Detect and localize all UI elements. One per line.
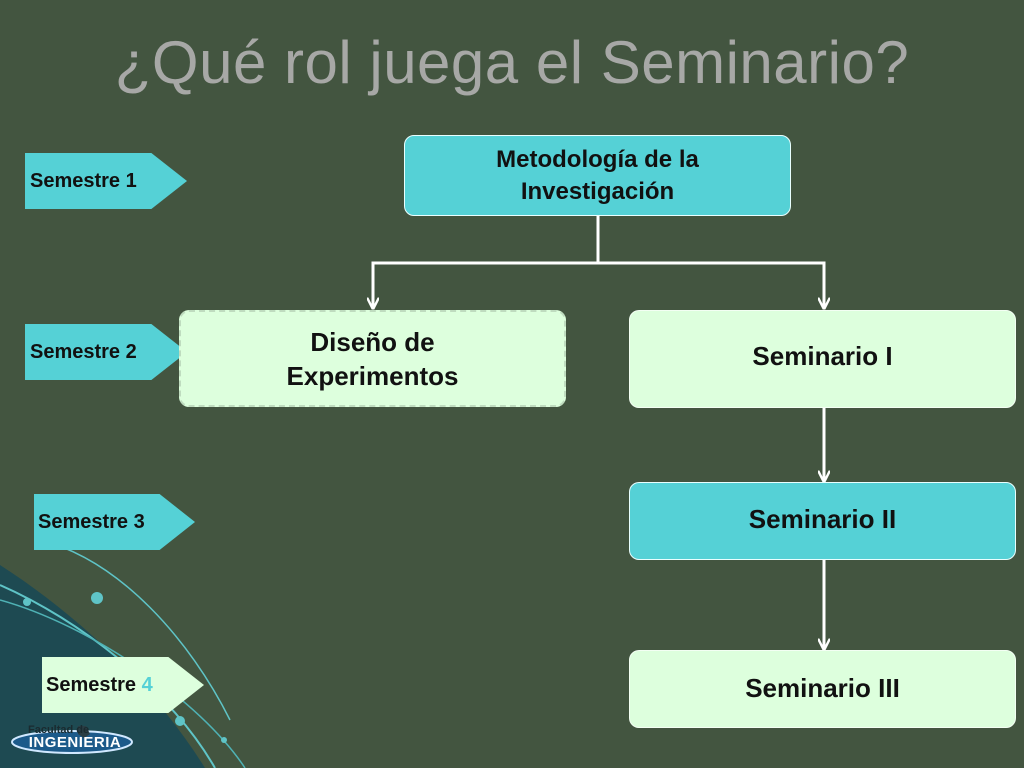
seminario-3-text: Seminario III [745,673,900,704]
box-seminario-1: Seminario I [629,310,1016,408]
connector-horizontal [371,261,826,307]
swoosh-arc-3 [39,539,231,721]
box-seminario-2: Seminario II [629,482,1016,560]
seminario-1-text: Seminario I [752,341,893,372]
semester-3-label: Semestre 3 [34,494,195,550]
logo-figure [78,726,90,738]
semester-1-text: Semestre 1 [30,169,137,192]
metodologia-line-1: Metodología de la [496,146,699,174]
metodologia-line-2: Investigación [520,177,675,205]
box-diseno: Diseño de Experimentos [179,310,566,407]
swoosh-dot-2 [23,598,31,606]
semester-1-label: Semestre 1 [25,153,187,209]
box-seminario-3: Seminario III [629,650,1016,728]
box-metodologia: Metodología de la Investigación [404,135,791,216]
logo-text-big: INGENIERIA [28,734,122,751]
swoosh-dot-4 [221,737,227,743]
semester-4-text: Semestre 4 [46,673,153,696]
diseno-line-2: Experimentos [286,360,459,391]
semester-4-label: Semestre 4 [42,657,204,713]
slide-title: ¿Qué rol juega el Seminario? [114,29,910,96]
seminario-2-text: Seminario II [748,504,897,535]
logo-text-small: Facultad de [28,724,90,736]
semester-2-label: Semestre 2 [25,324,187,380]
faculty-logo [11,726,133,754]
swoosh-dot-1 [91,592,103,604]
swoosh-dot-3 [175,716,185,726]
semester-3-text: Semestre 3 [38,510,145,533]
semester-2-text: Semestre 2 [30,340,137,363]
diseno-line-1: Diseño de [310,327,435,357]
logo-oval [11,730,133,754]
